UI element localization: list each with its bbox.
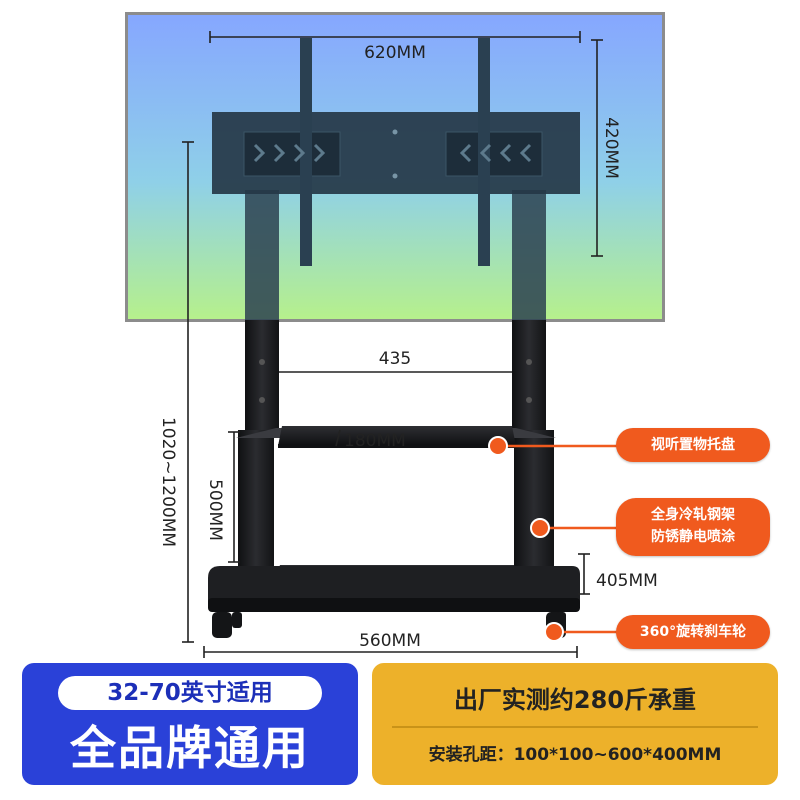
callout-frame-line2: 防锈静电喷涂 (651, 529, 735, 545)
stand-base (208, 566, 580, 612)
dim-screen-width: 620MM (364, 43, 426, 63)
callout-connectors (498, 444, 618, 634)
universal-heading: 全品牌通用 (70, 721, 310, 775)
dim-base-height: 405MM (596, 571, 658, 591)
frame-marker (530, 518, 550, 538)
callout-wheels-label: 360°旋转刹车轮 (639, 624, 747, 640)
dim-tray-depth: 180MM (344, 431, 406, 451)
size-range-text: 32-70英寸适用 (107, 680, 273, 706)
spec-banner (372, 663, 778, 785)
dim-total-height: 1020~1200MM (158, 417, 178, 547)
callout-wheels: 360°旋转刹车轮 (616, 615, 770, 649)
callout-tray: 视听置物托盘 (616, 428, 770, 462)
dim-screen-height: 420MM (601, 117, 621, 179)
mounting-pattern-text: 安装孔距：100*100~600*400MM (428, 745, 722, 765)
dim-shelf-height: 500MM (205, 479, 225, 541)
mounting-plate (212, 38, 580, 266)
callout-tray-label: 视听置物托盘 (651, 437, 735, 453)
spec-divider (392, 726, 758, 728)
wheel-marker (544, 622, 564, 642)
size-range-badge: 32-70英寸适用 (58, 676, 322, 710)
load-capacity-text: 出厂实测约280斤承重 (453, 686, 697, 714)
callout-frame-line1: 全身冷轧钢架 (651, 507, 735, 523)
tray-marker (488, 436, 508, 456)
dimension-lines (182, 31, 603, 658)
dim-base-width: 560MM (359, 631, 421, 651)
callout-frame: 全身冷轧钢架 防锈静电喷涂 (616, 498, 770, 556)
dim-column-spacing: 435 (379, 349, 411, 369)
stand-columns (245, 190, 546, 430)
